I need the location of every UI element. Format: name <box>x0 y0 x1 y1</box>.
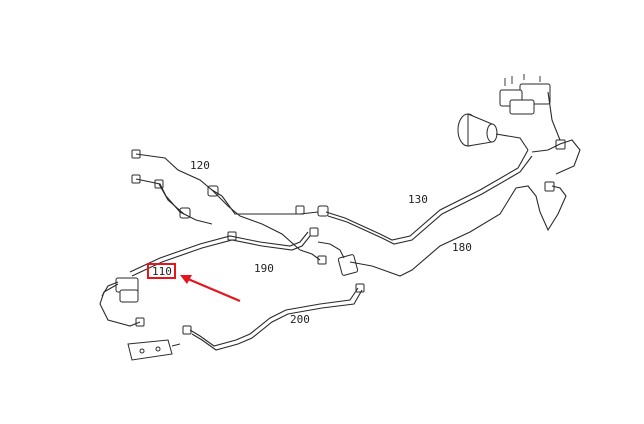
reservoir-cylinder <box>457 113 529 151</box>
label-120[interactable]: 120 <box>190 159 210 172</box>
connector-block-bottom <box>127 339 181 361</box>
pressure-distributor-left <box>115 277 139 303</box>
arrowhead-icon <box>180 275 192 284</box>
highlight-box <box>147 263 176 279</box>
label-130[interactable]: 130 <box>408 193 428 206</box>
label-200[interactable]: 200 <box>290 313 310 326</box>
valve-block <box>499 74 561 141</box>
brake-lines <box>99 139 581 351</box>
junction-block-center <box>337 254 359 276</box>
label-180[interactable]: 180 <box>452 241 472 254</box>
highlight-annotation <box>147 263 241 303</box>
highlight-arrow <box>187 277 241 303</box>
label-110[interactable]: 110 <box>152 265 172 278</box>
label-190[interactable]: 190 <box>254 262 274 275</box>
callout-labels: 120 130 180 190 200 110 <box>152 159 472 326</box>
